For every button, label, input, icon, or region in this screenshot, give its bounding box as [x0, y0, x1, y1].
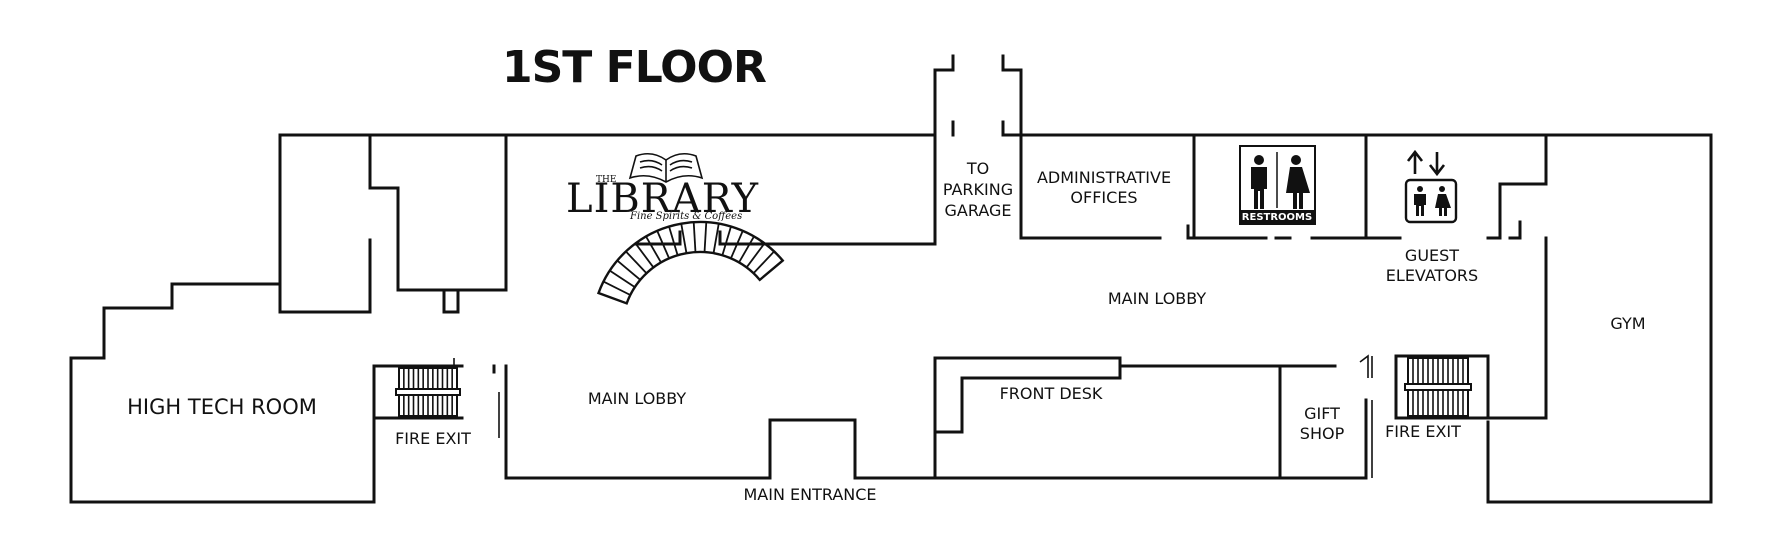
- label-fire-exit-west: FIRE EXIT: [395, 429, 471, 448]
- restroom-sign-banner: [1241, 210, 1314, 223]
- label-elevators-line1: GUEST: [1405, 246, 1459, 265]
- stairwell-icon: [1404, 357, 1472, 417]
- logo-tagline: Fine Spirits & Coffees: [629, 211, 742, 222]
- spiral-step: [745, 242, 766, 268]
- man-head: [1254, 155, 1264, 165]
- elevator-sign-icon: [1404, 149, 1458, 224]
- spiral-step: [712, 223, 720, 254]
- spiral-step: [730, 230, 744, 259]
- label-main-entrance: MAIN ENTRANCE: [743, 485, 876, 504]
- west-stair-box: [372, 364, 464, 420]
- book-icon: [628, 152, 704, 183]
- room-label-front-desk: FRONT DESK: [1000, 384, 1103, 403]
- elevator-man-head: [1417, 186, 1423, 192]
- room-label-gift-line2: SHOP: [1300, 424, 1345, 443]
- high-tech-room-wall: [69, 282, 376, 504]
- gym-partition-2: [1508, 220, 1522, 240]
- restroom-sign-icon: RESTROOMS: [1239, 145, 1316, 225]
- library-bar-wall-2: [718, 133, 937, 246]
- down-arrow-icon: [1428, 152, 1446, 177]
- restroom-sign-label: RESTROOMS: [1242, 212, 1312, 223]
- spiral-step: [656, 230, 670, 259]
- spiral-step: [609, 269, 636, 288]
- room-label-admin-line1: ADMINISTRATIVE: [1037, 168, 1171, 187]
- front-desk-wall: [933, 356, 1337, 480]
- front-desk-counter: [933, 364, 1122, 434]
- gym-partition: [1486, 133, 1548, 240]
- parking-corridor-west: [933, 54, 955, 137]
- label-parking-line3: GARAGE: [945, 201, 1012, 220]
- logo-name: LIBRARY: [566, 176, 759, 222]
- man-icon: [1251, 167, 1267, 209]
- parking-corridor-east: [1001, 54, 1023, 137]
- spiral-step: [680, 223, 688, 254]
- stairwell-icon: [395, 367, 461, 417]
- book-lines: [639, 159, 693, 172]
- label-fire-exit-east: FIRE EXIT: [1385, 422, 1461, 441]
- west-upper-block-wall: [278, 133, 508, 292]
- elevator-woman-icon: [1435, 194, 1451, 216]
- door-frame: [1359, 354, 1369, 378]
- room-label-gift-line1: GIFT: [1304, 404, 1340, 423]
- spiral-step: [752, 250, 775, 274]
- north-east-wall: [1001, 133, 1713, 504]
- spiral-step: [616, 259, 641, 281]
- walls: [69, 54, 1713, 504]
- woman-head: [1291, 155, 1301, 165]
- elevator-woman-head: [1439, 186, 1445, 192]
- floor-title: 1ST FLOOR: [502, 42, 766, 93]
- spiral-step: [692, 222, 697, 253]
- room-label-gym: GYM: [1610, 314, 1645, 333]
- library-logo-icon: THE LIBRARY Fine Spirits & Coffees: [566, 152, 759, 222]
- spiral-step: [721, 226, 732, 256]
- west-notch-wall: [368, 133, 508, 292]
- restroom-wall: [1186, 224, 1268, 240]
- label-parking-line1: TO: [966, 159, 989, 178]
- west-small-notch: [442, 288, 460, 314]
- room-label-main-lobby-west: MAIN LOBBY: [588, 389, 687, 408]
- room-label-main-lobby-east: MAIN LOBBY: [1108, 289, 1207, 308]
- logo-the: THE: [596, 175, 616, 185]
- elevator-man-icon: [1414, 194, 1426, 216]
- spiral-step: [668, 226, 679, 256]
- spiral-step: [625, 250, 648, 274]
- spiral-staircase-icon: [596, 220, 785, 305]
- spiral-step: [634, 242, 655, 268]
- stair-landing: [395, 388, 461, 396]
- spiral-step: [703, 222, 708, 253]
- spiral-step: [738, 236, 755, 263]
- spiral-step: [645, 236, 662, 263]
- stair-landing: [1404, 383, 1472, 391]
- label-parking-line2: PARKING: [943, 180, 1013, 199]
- spiral-step: [603, 280, 631, 296]
- spiral-outline: [596, 220, 785, 305]
- up-arrow-icon: [1406, 149, 1424, 174]
- woman-icon: [1286, 167, 1310, 209]
- room-label-admin-line2: OFFICES: [1070, 188, 1137, 207]
- label-elevators-line2: ELEVATORS: [1386, 266, 1478, 285]
- admin-office-wall: [1019, 133, 1162, 240]
- south-wall: [504, 418, 1368, 480]
- room-label-high-tech: HIGH TECH ROOM: [127, 395, 317, 419]
